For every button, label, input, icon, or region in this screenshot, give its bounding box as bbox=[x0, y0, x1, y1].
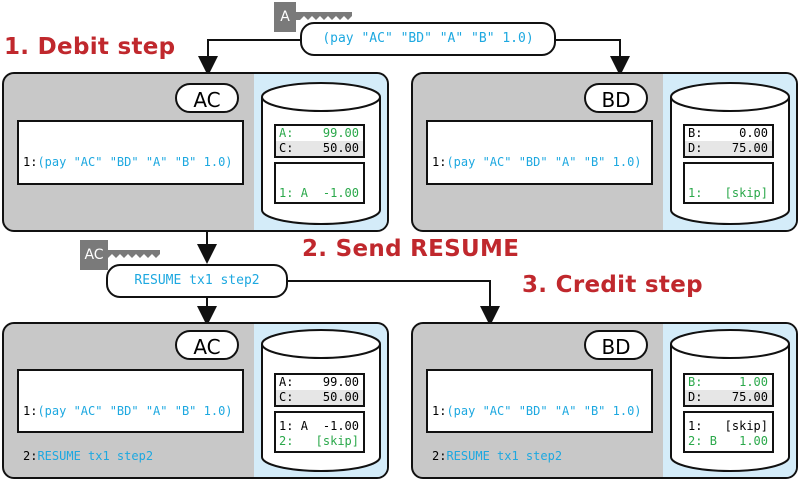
kv-row: C: 50.00 bbox=[276, 390, 363, 405]
log-entry: 1:(pay "AC" "BD" "A" "B" 1.0) bbox=[432, 155, 647, 170]
log-entry-text: (pay "AC" "BD" "A" "B" 1.0) bbox=[37, 155, 233, 169]
node-name-badge: BD bbox=[584, 330, 648, 360]
log-entry-number: 2: bbox=[432, 449, 447, 463]
kv-key: B: bbox=[688, 375, 703, 389]
pending-table: 1: A -1.00 2: [skip] bbox=[274, 411, 365, 453]
key-tag-a: A bbox=[274, 2, 296, 32]
pending-row: 2: [skip] bbox=[276, 434, 363, 449]
transaction-log: 1:(pay "AC" "BD" "A" "B" 1.0) 2:RESUME t… bbox=[17, 369, 244, 463]
kv-value: 75.00 bbox=[731, 141, 768, 155]
key-tag-ac: AC bbox=[80, 240, 108, 270]
pending-key: B bbox=[709, 434, 717, 448]
step-debit-title: 1. Debit step bbox=[4, 34, 176, 60]
pending-table: 1: [skip] bbox=[683, 162, 774, 204]
node-name-badge: AC bbox=[175, 83, 239, 113]
arrow-resume-to-bd bbox=[285, 280, 500, 326]
kv-value: 50.00 bbox=[322, 141, 359, 155]
kv-row: B: 0.00 bbox=[685, 126, 772, 141]
kv-table: B: 1.00 D: 75.00 bbox=[683, 373, 774, 407]
pending-value: [skip] bbox=[724, 186, 768, 200]
log-entry-number: 1: bbox=[23, 155, 38, 169]
kv-value: 99.00 bbox=[322, 375, 359, 389]
pending-number: 2: bbox=[279, 434, 294, 448]
kv-row: D: 75.00 bbox=[685, 390, 772, 405]
log-entry-text: RESUME tx1 step2 bbox=[37, 449, 154, 463]
kv-table: A: 99.00 C: 50.00 bbox=[274, 124, 365, 158]
kv-value: 50.00 bbox=[322, 390, 359, 404]
pending-row: 1: A -1.00 bbox=[276, 186, 363, 201]
log-entry-number: 2: bbox=[23, 449, 38, 463]
log-entry: 1:(pay "AC" "BD" "A" "B" 1.0) bbox=[23, 155, 238, 170]
pending-table: 1: [skip] 2: B 1.00 bbox=[683, 411, 774, 453]
pending-number: 2: bbox=[688, 434, 703, 448]
kv-row: A: 99.00 bbox=[276, 375, 363, 390]
kv-key: C: bbox=[279, 141, 294, 155]
log-entry-number: 1: bbox=[23, 404, 38, 418]
kv-table: B: 0.00 D: 75.00 bbox=[683, 124, 774, 158]
pending-row: 1: A -1.00 bbox=[276, 419, 363, 434]
pending-number: 1: bbox=[688, 186, 703, 200]
log-entry: 2:RESUME tx1 step2 bbox=[432, 449, 647, 464]
log-entry-text: (pay "AC" "BD" "A" "B" 1.0) bbox=[446, 404, 642, 418]
transaction-log: 1:(pay "AC" "BD" "A" "B" 1.0) bbox=[426, 120, 653, 185]
node-name-badge: BD bbox=[584, 83, 648, 113]
log-entry-text: RESUME tx1 step2 bbox=[446, 449, 563, 463]
log-entry-text: (pay "AC" "BD" "A" "B" 1.0) bbox=[37, 404, 233, 418]
kv-table: A: 99.00 C: 50.00 bbox=[274, 373, 365, 407]
pending-value: [skip] bbox=[724, 419, 768, 433]
transaction-log: 1:(pay "AC" "BD" "A" "B" 1.0) 2:RESUME t… bbox=[426, 369, 653, 463]
kv-key: A: bbox=[279, 375, 294, 389]
step-send-title: 2. Send RESUME bbox=[302, 236, 520, 262]
arrow-pay-to-ac bbox=[198, 39, 302, 76]
kv-row: A: 99.00 bbox=[276, 126, 363, 141]
pending-number: 1: bbox=[279, 186, 294, 200]
kv-row: C: 50.00 bbox=[276, 141, 363, 156]
pending-value: -1.00 bbox=[322, 186, 359, 200]
pending-number: 1: bbox=[279, 419, 294, 433]
kv-row: D: 75.00 bbox=[685, 141, 772, 156]
kv-key: C: bbox=[279, 390, 294, 404]
kv-key: A: bbox=[279, 126, 294, 140]
kv-row: B: 1.00 bbox=[685, 375, 772, 390]
pending-row: 1: [skip] bbox=[685, 186, 772, 201]
log-entry: 1:(pay "AC" "BD" "A" "B" 1.0) bbox=[23, 404, 238, 419]
kv-key: B: bbox=[688, 126, 703, 140]
log-entry-number: 1: bbox=[432, 404, 447, 418]
kv-value: 1.00 bbox=[739, 375, 768, 389]
pending-key: A bbox=[300, 186, 308, 200]
pending-table: 1: A -1.00 bbox=[274, 162, 365, 204]
transaction-log: 1:(pay "AC" "BD" "A" "B" 1.0) bbox=[17, 120, 244, 185]
log-entry: 2:RESUME tx1 step2 bbox=[23, 449, 238, 464]
step-credit-title: 3. Credit step bbox=[522, 272, 703, 298]
pending-value: 1.00 bbox=[739, 434, 768, 448]
log-entry-number: 1: bbox=[432, 155, 447, 169]
pending-row: 1: [skip] bbox=[685, 419, 772, 434]
kv-key: D: bbox=[688, 141, 703, 155]
pending-value: -1.00 bbox=[322, 419, 359, 433]
node-name-badge: AC bbox=[175, 330, 239, 360]
pay-message: (pay "AC" "BD" "A" "B" 1.0) bbox=[300, 22, 556, 56]
kv-value: 99.00 bbox=[322, 126, 359, 140]
log-entry-text: (pay "AC" "BD" "A" "B" 1.0) bbox=[446, 155, 642, 169]
kv-value: 0.00 bbox=[739, 126, 768, 140]
arrow-pay-to-bd bbox=[555, 39, 630, 76]
log-entry: 1:(pay "AC" "BD" "A" "B" 1.0) bbox=[432, 404, 647, 419]
kv-value: 75.00 bbox=[731, 390, 768, 404]
pending-number: 1: bbox=[688, 419, 703, 433]
pending-row: 2: B 1.00 bbox=[685, 434, 772, 449]
kv-key: D: bbox=[688, 390, 703, 404]
key-teeth-a bbox=[296, 12, 352, 20]
pending-key: A bbox=[300, 419, 308, 433]
resume-message: RESUME tx1 step2 bbox=[106, 264, 288, 298]
pending-value: [skip] bbox=[315, 434, 359, 448]
key-teeth-ac bbox=[106, 250, 160, 258]
